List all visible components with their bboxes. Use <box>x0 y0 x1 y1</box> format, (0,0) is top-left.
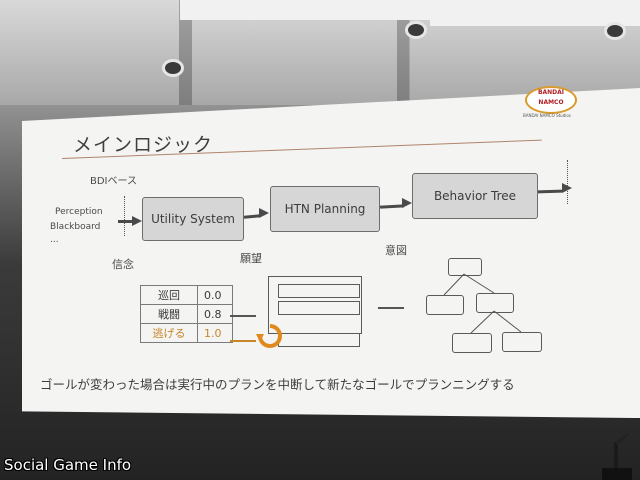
goal-name: 戦闘 <box>140 304 198 324</box>
goal-name: 巡回 <box>140 285 198 305</box>
microphone <box>602 432 632 480</box>
replan-icon <box>256 324 282 348</box>
ceiling-light <box>408 24 424 36</box>
table-row: 巡回 0.0 <box>140 285 233 305</box>
input-divider <box>124 196 125 236</box>
arrow-highlight-to-plan <box>230 340 256 342</box>
ceiling-light <box>165 62 181 74</box>
goal-name: 逃げる <box>140 323 198 343</box>
utility-system-box: Utility System <box>142 197 244 241</box>
output-divider <box>567 160 568 204</box>
slide-caption: ゴールが変わった場合は実行中のプランを中断して新たなゴールでプランニングする <box>40 377 515 392</box>
arrow-head <box>259 208 269 218</box>
goal-score: 0.0 <box>197 285 233 305</box>
arrow-to-tree <box>378 307 404 309</box>
goal-score: 0.8 <box>197 304 233 324</box>
input-blackboard: Blackboard <box>50 222 101 232</box>
behavior-tree-box: Behavior Tree <box>412 173 538 219</box>
belief-label: 信念 <box>112 258 134 271</box>
arrow-head <box>562 183 572 193</box>
goal-score: 1.0 <box>197 323 233 343</box>
ceiling-beam <box>180 0 440 20</box>
utility-score-table: 巡回 0.0 戦闘 0.8 逃げる 1.0 <box>140 285 233 343</box>
section-label: BDIベース <box>90 176 138 187</box>
table-row-highlighted: 逃げる 1.0 <box>140 323 233 343</box>
watermark: Social Game Info <box>4 456 132 474</box>
bandai-namco-logo: BANDAI NAMCO <box>525 86 577 114</box>
tree-node <box>452 333 492 353</box>
tree-node <box>502 332 542 352</box>
ceiling-beam <box>430 0 640 26</box>
input-perception: Perception <box>55 207 103 217</box>
ceiling-light <box>607 25 623 37</box>
arrow-head <box>132 216 142 226</box>
input-more: ... <box>50 235 59 245</box>
projected-slide <box>22 88 640 418</box>
tree-node <box>426 295 464 315</box>
tree-node <box>476 293 514 313</box>
arrow-to-plan <box>230 315 256 317</box>
intention-label: 意図 <box>385 244 407 257</box>
plan-slot <box>278 284 360 298</box>
plan-slot <box>278 301 360 315</box>
arrow-to-utility <box>118 220 132 223</box>
logo-subtitle: BANDAI NAMCO Studios <box>523 113 571 118</box>
desire-label: 願望 <box>240 252 262 265</box>
table-row: 戦闘 0.8 <box>140 304 233 324</box>
slide-title: メインロジック <box>73 134 214 156</box>
arrow-head <box>402 198 412 208</box>
htn-planning-box: HTN Planning <box>270 186 380 232</box>
tree-node-root <box>448 258 482 276</box>
